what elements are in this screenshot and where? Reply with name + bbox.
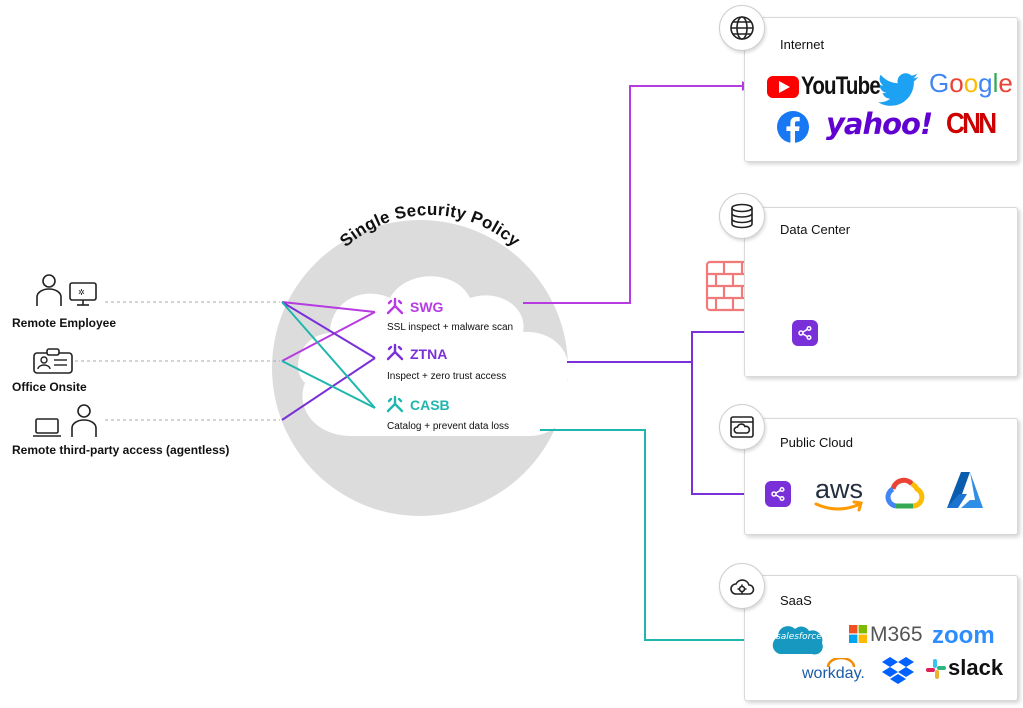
salesforce-logo: salesforce [776,632,822,642]
salesforce-cloud-icon [772,626,823,655]
laptop-person-icon [33,404,97,437]
service-desc-ztna: Inspect + zero trust access [387,371,507,382]
workday-logo: workday. [802,665,865,682]
slack-icon [926,659,946,679]
publiccloud-gateway-icon [765,481,791,507]
youtube-logo: YouTube [801,72,881,100]
youtube-play-icon [767,76,799,98]
user-label-office-onsite: Office Onsite [12,380,87,394]
publiccloud-card [744,418,1018,535]
globe-icon [719,5,765,51]
casb-icon [386,395,404,413]
route-ztna-datacenter [567,331,790,363]
google-logo: Google [929,70,1013,96]
datacenter-card [744,207,1018,377]
google-letter: G [929,68,950,98]
route-ztna-publiccloud [691,362,752,495]
service-name-swg: SWG [410,299,444,315]
svg-text:✲: ✲ [78,288,85,297]
twitter-icon [878,73,918,106]
publiccloud-title: Public Cloud [780,435,853,450]
azure-icon [947,472,983,508]
cloud-window-icon [719,404,765,450]
route-casb-saas [540,429,748,641]
database-icon [719,193,765,239]
microsoft-icon [849,625,867,643]
cnn-logo: CNN [946,108,997,140]
aws-logo: aws [815,474,864,504]
google-letter: o [963,68,979,98]
internet-title: Internet [780,37,825,52]
m365-logo: M365 [870,623,923,646]
google-letter: o [949,68,964,98]
yahoo-logo: yahoo! [826,107,933,141]
google-letter: g [978,68,993,98]
workday-arc-icon [826,658,856,668]
service-name-casb: CASB [410,397,450,413]
dropbox-icon [882,657,914,684]
service-desc-swg: SSL inspect + malware scan [387,322,514,333]
user-label-third-party: Remote third-party access (agentless) [12,443,230,457]
user-label-remote-employee: Remote Employee [12,316,117,330]
office-badge-icon [33,348,73,374]
datacenter-gateway-icon [792,320,818,346]
google-cloud-icon [885,477,925,509]
datacenter-title: Data Center [780,222,851,237]
saas-title: SaaS [780,593,812,608]
facebook-icon [777,111,809,143]
route-swg-internet [523,85,742,304]
google-logo-text: Google [929,68,1013,98]
service-desc-casb: Catalog + prevent data loss [387,421,510,432]
ztna-icon [386,343,404,361]
slack-logo: slack [948,655,1004,680]
zoom-logo: zoom [932,622,995,649]
service-name-ztna: ZTNA [410,346,448,362]
swg-icon [386,297,404,315]
google-letter: l [992,68,999,98]
aws-smile-icon [814,500,863,512]
service-connectors [281,301,376,421]
remote-employee-icon: ✲ [36,274,97,306]
cloud-gear-icon [719,563,765,609]
google-letter: e [998,68,1013,98]
